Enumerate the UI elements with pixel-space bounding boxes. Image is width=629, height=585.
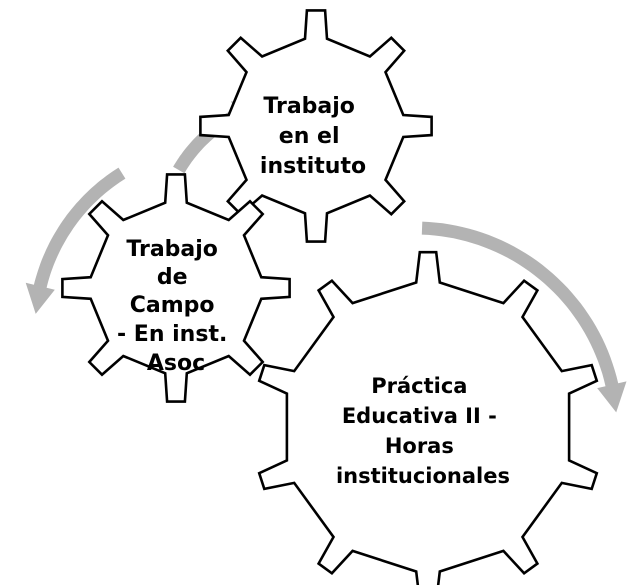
gear-top-label-line-1: Trabajo xyxy=(263,94,355,119)
gear-left-label-line-3: Campo xyxy=(130,293,215,318)
gear-bottom-label-line-4: institucionales xyxy=(336,464,510,488)
gear-bottom: Práctica Educativa II - Horas institucio… xyxy=(257,250,599,585)
arrow-to-bottom-gear xyxy=(421,221,627,413)
gear-top-label-line-2: en el xyxy=(279,124,340,149)
arrow-to-left-gear xyxy=(25,167,126,314)
gear-top-outline xyxy=(199,9,433,243)
gear-top-label-line-3: instituto xyxy=(260,154,366,179)
gear-top-label: Trabajo en el instituto xyxy=(260,94,366,179)
gear-left-label-line-1: Trabajo xyxy=(126,237,218,262)
gear-left-label: Trabajo de Campo - En inst. Asoc xyxy=(117,237,235,376)
gear-left-label-line-4: - En inst. xyxy=(117,322,227,347)
gear-bottom-label-line-2: Educativa II - xyxy=(342,404,497,428)
gear-left: Trabajo de Campo - En inst. Asoc xyxy=(61,173,291,403)
gear-bottom-label: Práctica Educativa II - Horas institucio… xyxy=(336,374,510,488)
gear-bottom-label-line-3: Horas xyxy=(385,434,454,458)
gear-left-label-line-2: de xyxy=(157,265,188,290)
gear-left-outline xyxy=(61,173,291,403)
gear-top: Trabajo en el instituto xyxy=(199,9,433,243)
gear-bottom-label-line-1: Práctica xyxy=(371,374,467,398)
gear-bottom-outline xyxy=(257,250,599,585)
gear-left-label-line-5: Asoc xyxy=(147,351,205,376)
